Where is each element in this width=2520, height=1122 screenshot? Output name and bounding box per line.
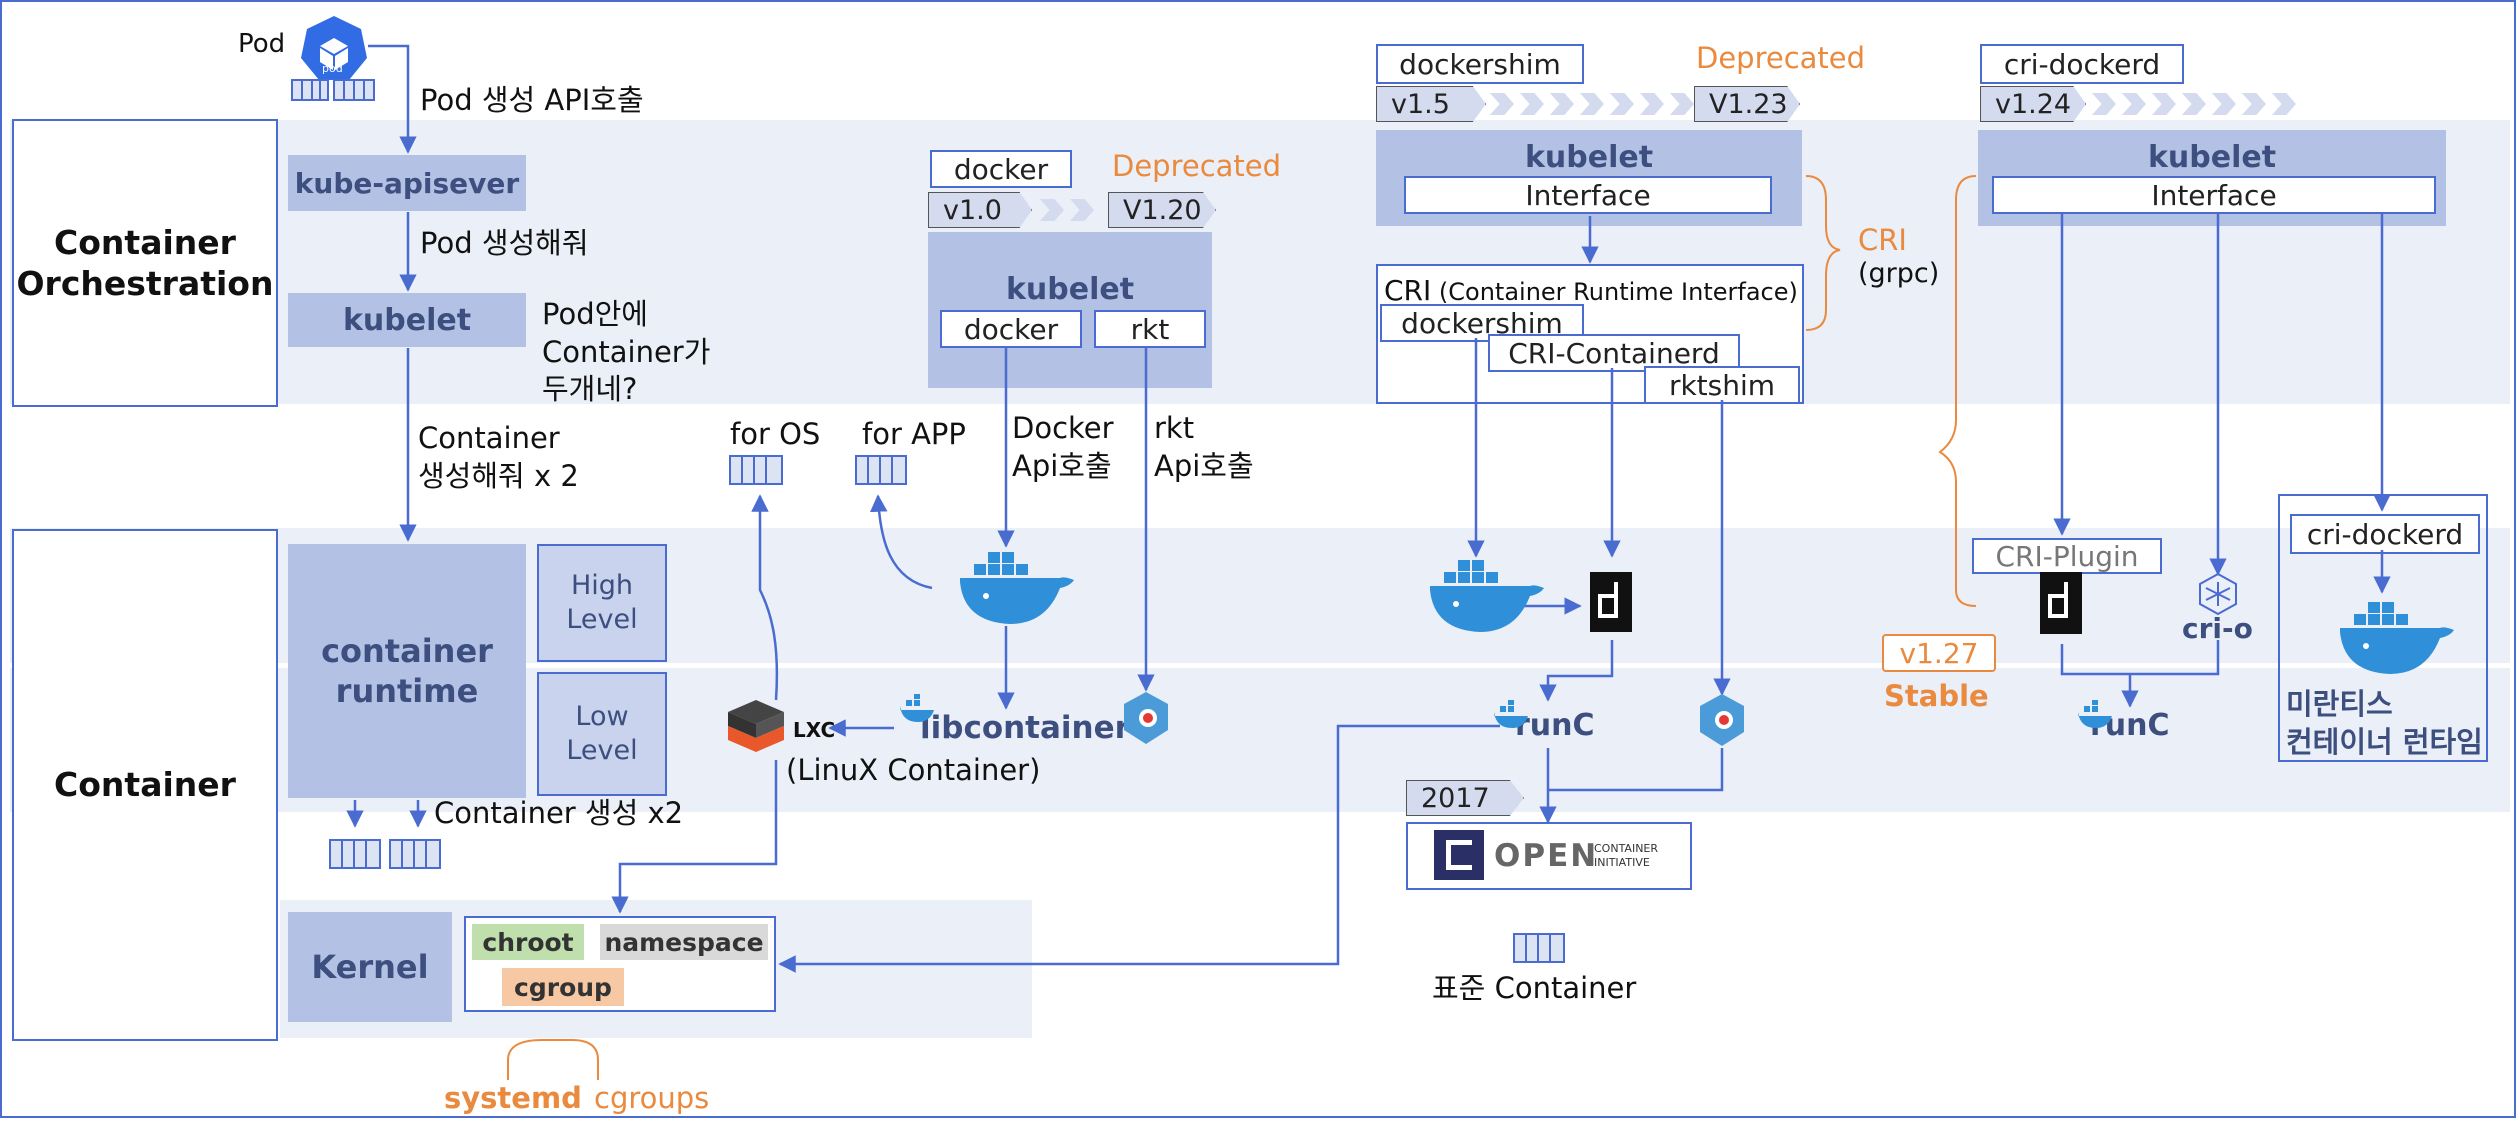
version-chevron	[1670, 93, 1694, 115]
standard-container-label: 표준 Container	[1432, 971, 1637, 1005]
ds-kubelet-label: kubelet	[1524, 140, 1654, 175]
cri-title-rest: (Container Runtime Interface)	[1431, 278, 1798, 306]
cri-box-title: CRI (Container Runtime Interface)	[1384, 274, 1798, 307]
v124-tag: v1.24	[1980, 86, 2086, 122]
grpc-label: (grpc)	[1858, 258, 1940, 289]
cgroup-pill: cgroup	[502, 968, 624, 1006]
middle-docker-port: docker	[940, 310, 1082, 348]
cri-dockerd-tag: cri-dockerd	[1980, 44, 2184, 84]
chroot-pill: chroot	[472, 924, 584, 960]
version-chevron	[1640, 93, 1664, 115]
oci-initiative-text: INITIATIVE	[1594, 856, 1650, 869]
dockershim-deprecated-label: Deprecated	[1696, 41, 1866, 75]
v10-tag: v1.0	[928, 192, 1032, 228]
version-chevron	[1580, 93, 1604, 115]
layer-container: Container	[12, 529, 278, 1041]
rkt-api-label: rkt Api호출	[1154, 411, 1254, 483]
version-chevron	[2212, 93, 2236, 115]
container-create-x2-label: Container 생성 x2	[434, 796, 684, 830]
middle-rkt-port: rkt	[1094, 310, 1206, 348]
pod-label: Pod	[238, 29, 286, 59]
high-level-box: High Level	[537, 544, 667, 662]
version-chevron	[2182, 93, 2206, 115]
cri-title-bold: CRI	[1384, 274, 1432, 307]
for-os-label: for OS	[730, 417, 821, 451]
two-containers-note: Pod안에 Container가 두개네?	[542, 297, 711, 407]
version-chevron	[2122, 93, 2146, 115]
ds-interface-box: Interface	[1404, 176, 1772, 214]
dockershim-entry: dockershim	[1380, 304, 1584, 342]
rktshim-entry: rktshim	[1644, 366, 1800, 404]
ds-runc-label: runC	[1515, 708, 1595, 743]
v123-tag: V1.23	[1694, 86, 1800, 122]
right-runc-label: runC	[2090, 708, 2170, 743]
cgroups-label: cgroups	[594, 1081, 710, 1115]
container-create-label: Container 생성해줘 x 2	[418, 421, 579, 493]
version-chevron	[2272, 93, 2296, 115]
cri-plugin-box: CRI-Plugin	[1972, 538, 2162, 574]
version-chevron	[1520, 93, 1544, 115]
low-level-box: Low Level	[537, 672, 667, 796]
docker-deprecated-label: Deprecated	[1112, 149, 1282, 183]
version-chevron	[1040, 199, 1064, 221]
cri-o-label: cri-o	[2182, 612, 2253, 645]
kube-apiserver-box: kube-apisever	[288, 155, 526, 211]
version-chevron	[1550, 93, 1574, 115]
version-chevron	[1610, 93, 1634, 115]
cri-dockerd-box: cri-dockerd	[2290, 514, 2480, 554]
version-chevron	[1070, 199, 1094, 221]
for-app-label: for APP	[862, 417, 966, 451]
pod-api-call-label: Pod 생성 API호출	[420, 83, 644, 117]
version-chevron	[2242, 93, 2266, 115]
right-kubelet-label: kubelet	[2147, 140, 2277, 175]
dockershim-tag: dockershim	[1376, 44, 1584, 84]
stable-label: Stable	[1884, 679, 1989, 713]
oci-open-text: OPEN	[1494, 838, 1599, 874]
middle-kubelet-label: kubelet	[1005, 272, 1135, 307]
lxc-full-label: (LinuX Container)	[786, 753, 1041, 787]
v120-tag: V1.20	[1108, 192, 1216, 228]
oci-logo-inner	[1446, 840, 1472, 870]
v15-tag: v1.5	[1376, 86, 1486, 122]
cri-label: CRI	[1858, 223, 1907, 257]
kernel-box: Kernel	[288, 912, 452, 1022]
year-2017-tag: 2017	[1406, 780, 1524, 816]
pod-create-label: Pod 생성해줘	[420, 226, 589, 260]
right-interface-box: Interface	[1992, 176, 2436, 214]
container-runtime-box: container runtime	[288, 544, 526, 798]
namespace-pill: namespace	[600, 924, 768, 960]
libcontainer-label: libcontainer	[920, 710, 1130, 746]
version-chevron	[2152, 93, 2176, 115]
lxc-label: LXC	[793, 718, 836, 742]
kubelet-box: kubelet	[288, 293, 526, 347]
v127-tag: v1.27	[1882, 634, 1996, 672]
mirantis-label: 미란티스 컨테이너 런타임	[2286, 687, 2483, 759]
version-chevron	[2092, 93, 2116, 115]
systemd-label: systemd	[444, 1081, 582, 1115]
pod-icon-text: pod	[322, 62, 343, 75]
docker-api-label: Docker Api호출	[1012, 411, 1114, 483]
docker-tag: docker	[930, 150, 1072, 188]
cri-containerd-entry: CRI-Containerd	[1488, 334, 1740, 372]
version-chevron	[1490, 93, 1514, 115]
layer-orchestration: Container Orchestration	[12, 119, 278, 407]
oci-container-text: CONTAINER	[1594, 842, 1659, 855]
